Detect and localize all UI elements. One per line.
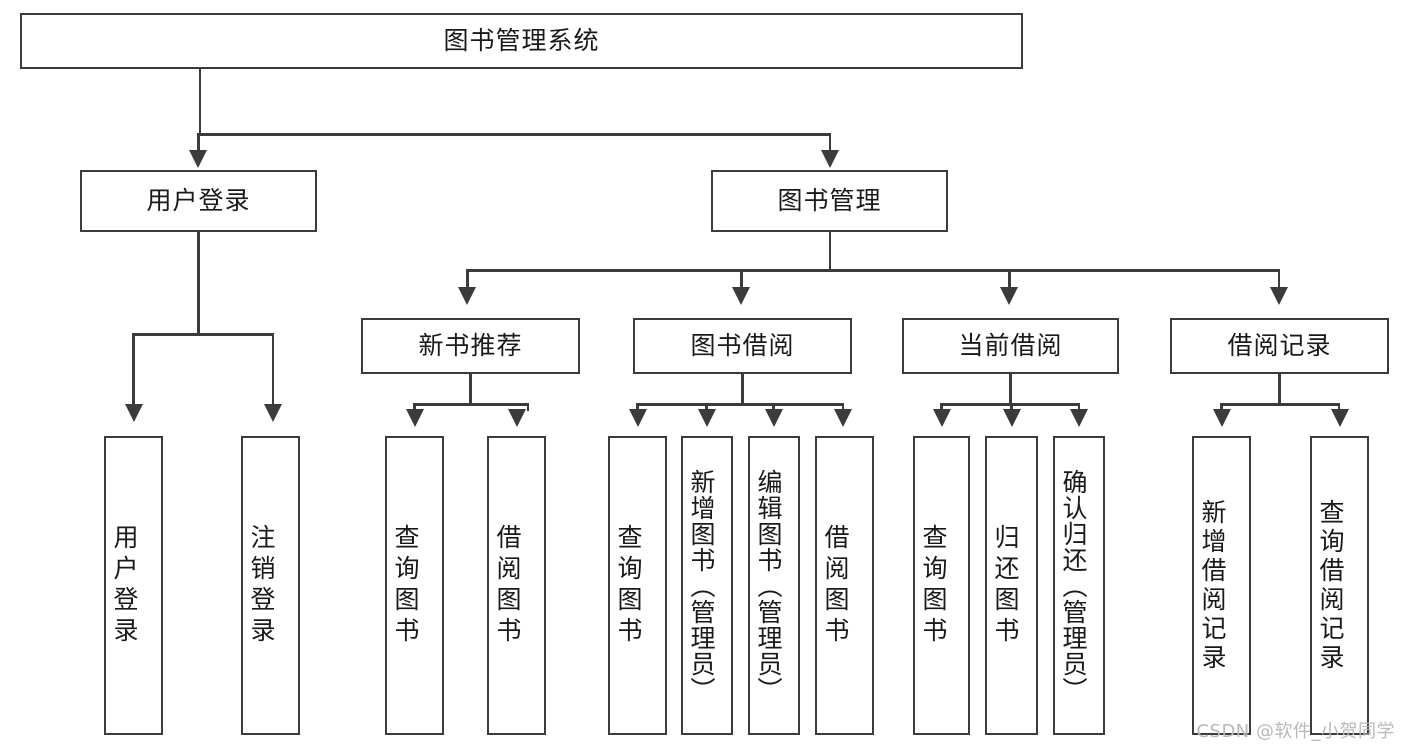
arrow-to-user-login xyxy=(189,150,207,168)
connector-bookborrow-drop-4 xyxy=(841,403,844,411)
leaf-label: 新增图书（管理员） xyxy=(687,468,716,703)
arrow-currentborrow-leaf-1 xyxy=(932,409,951,427)
connector-level3-drop-3 xyxy=(1008,269,1011,289)
connector-currentborrow-drop-3 xyxy=(1077,403,1080,411)
connector-currentborrow-drop-2 xyxy=(1010,403,1013,411)
connector-bookborrow-drop-1 xyxy=(636,403,639,411)
node-book-borrow[interactable]: 图书借阅 xyxy=(633,318,852,374)
connector-level2-drop-right xyxy=(828,133,831,153)
arrow-to-leaf-logout xyxy=(264,404,282,422)
arrow-bookborrow-leaf-2 xyxy=(697,409,716,427)
connector-level3-drop-4 xyxy=(1277,269,1280,289)
leaf-label: 借阅图书 xyxy=(821,523,850,648)
leaf-label: 新增借阅记录 xyxy=(1198,498,1227,673)
leaf-label: 注销登录 xyxy=(247,523,276,648)
arrow-newbook-leaf-1 xyxy=(405,409,424,427)
arrow-bookborrow-leaf-1 xyxy=(628,409,647,427)
leaf-label: 查询图书 xyxy=(614,523,643,648)
leaf-label: 借阅图书 xyxy=(493,523,522,648)
leaf-add-book-admin[interactable]: 新增图书（管理员） xyxy=(681,436,733,735)
connector-bookborrow-stem xyxy=(741,374,744,406)
connector-user-login-stem xyxy=(197,232,200,335)
leaf-user-login[interactable]: 用户登录 xyxy=(104,436,163,735)
connector-borrowrecord-drop-2 xyxy=(1337,403,1340,411)
leaf-query-book-current[interactable]: 查询图书 xyxy=(913,436,970,735)
connector-level3-drop-2 xyxy=(740,269,743,289)
arrow-borrowrecord-leaf-1 xyxy=(1213,409,1231,427)
node-book-manage[interactable]: 图书管理 xyxy=(711,170,948,232)
connector-root-stem xyxy=(198,69,202,135)
node-current-borrow[interactable]: 当前借阅 xyxy=(902,318,1119,374)
leaf-label: 查询借阅记录 xyxy=(1316,498,1345,673)
connector-book-manage-stem xyxy=(828,232,831,271)
leaf-borrow-book-newrec[interactable]: 借阅图书 xyxy=(487,436,546,735)
connector-user-login-drop-2 xyxy=(271,333,274,406)
leaf-query-book-borrow[interactable]: 查询图书 xyxy=(608,436,667,735)
connector-currentborrow-drop-1 xyxy=(940,403,943,411)
connector-newbook-stem xyxy=(469,374,472,406)
arrow-to-book-manage xyxy=(820,150,839,168)
leaf-label: 归还图书 xyxy=(991,523,1020,648)
arrow-bookborrow-leaf-3 xyxy=(764,409,783,427)
connector-currentborrow-stem xyxy=(1009,374,1012,406)
connector-bookborrow-drop-2 xyxy=(705,403,708,411)
connector-bookborrow-bar xyxy=(636,403,844,406)
connector-level3-drop-1 xyxy=(466,269,469,289)
arrow-newbook-leaf-2 xyxy=(508,409,526,427)
csdn-watermark: CSDN @软件_小贺同学 xyxy=(1196,721,1395,742)
connector-level2-bar xyxy=(197,133,831,136)
connector-newbook-bar xyxy=(413,403,529,406)
leaf-label: 用户登录 xyxy=(110,523,139,648)
arrow-to-borrow-record xyxy=(1269,287,1288,305)
leaf-borrow-book[interactable]: 借阅图书 xyxy=(815,436,874,735)
leaf-query-book-newrec[interactable]: 查询图书 xyxy=(385,436,444,735)
connector-borrowrecord-stem xyxy=(1278,374,1281,406)
connector-level3-bar xyxy=(466,269,1280,272)
connector-newbook-drop-2 xyxy=(526,403,529,411)
leaf-logout[interactable]: 注销登录 xyxy=(241,436,300,735)
arrow-to-leaf-user-login xyxy=(124,404,143,422)
leaf-label: 查询图书 xyxy=(391,523,420,648)
arrow-to-current-borrow xyxy=(1000,287,1018,305)
leaf-label: 编辑图书（管理员） xyxy=(754,468,783,703)
connector-user-login-drop-1 xyxy=(132,333,135,406)
connector-level2-drop-left xyxy=(197,133,200,153)
node-borrow-record[interactable]: 借阅记录 xyxy=(1170,318,1389,374)
arrow-currentborrow-leaf-2 xyxy=(1002,409,1021,427)
leaf-add-borrow-record[interactable]: 新增借阅记录 xyxy=(1192,436,1251,735)
leaf-edit-book-admin[interactable]: 编辑图书（管理员） xyxy=(748,436,800,735)
leaf-label: 确认归还（管理员） xyxy=(1059,468,1088,703)
leaf-query-borrow-record[interactable]: 查询借阅记录 xyxy=(1310,436,1369,735)
connector-borrowrecord-bar xyxy=(1220,403,1340,406)
leaf-confirm-return-admin[interactable]: 确认归还（管理员） xyxy=(1053,436,1105,735)
connector-user-login-bar xyxy=(132,333,274,336)
leaf-return-book[interactable]: 归还图书 xyxy=(985,436,1038,735)
arrow-to-new-book-rec xyxy=(458,287,476,305)
connector-newbook-drop-1 xyxy=(413,403,416,411)
connector-bookborrow-drop-3 xyxy=(772,403,775,411)
arrow-borrowrecord-leaf-2 xyxy=(1330,409,1349,427)
connector-borrowrecord-drop-1 xyxy=(1220,403,1223,411)
arrow-to-book-borrow xyxy=(732,287,750,305)
node-user-login[interactable]: 用户登录 xyxy=(80,170,317,232)
arrow-bookborrow-leaf-4 xyxy=(834,409,852,427)
node-new-book-recommend[interactable]: 新书推荐 xyxy=(361,318,580,374)
node-root-system[interactable]: 图书管理系统 xyxy=(20,13,1023,69)
arrow-currentborrow-leaf-3 xyxy=(1070,409,1088,427)
leaf-label: 查询图书 xyxy=(919,523,948,648)
